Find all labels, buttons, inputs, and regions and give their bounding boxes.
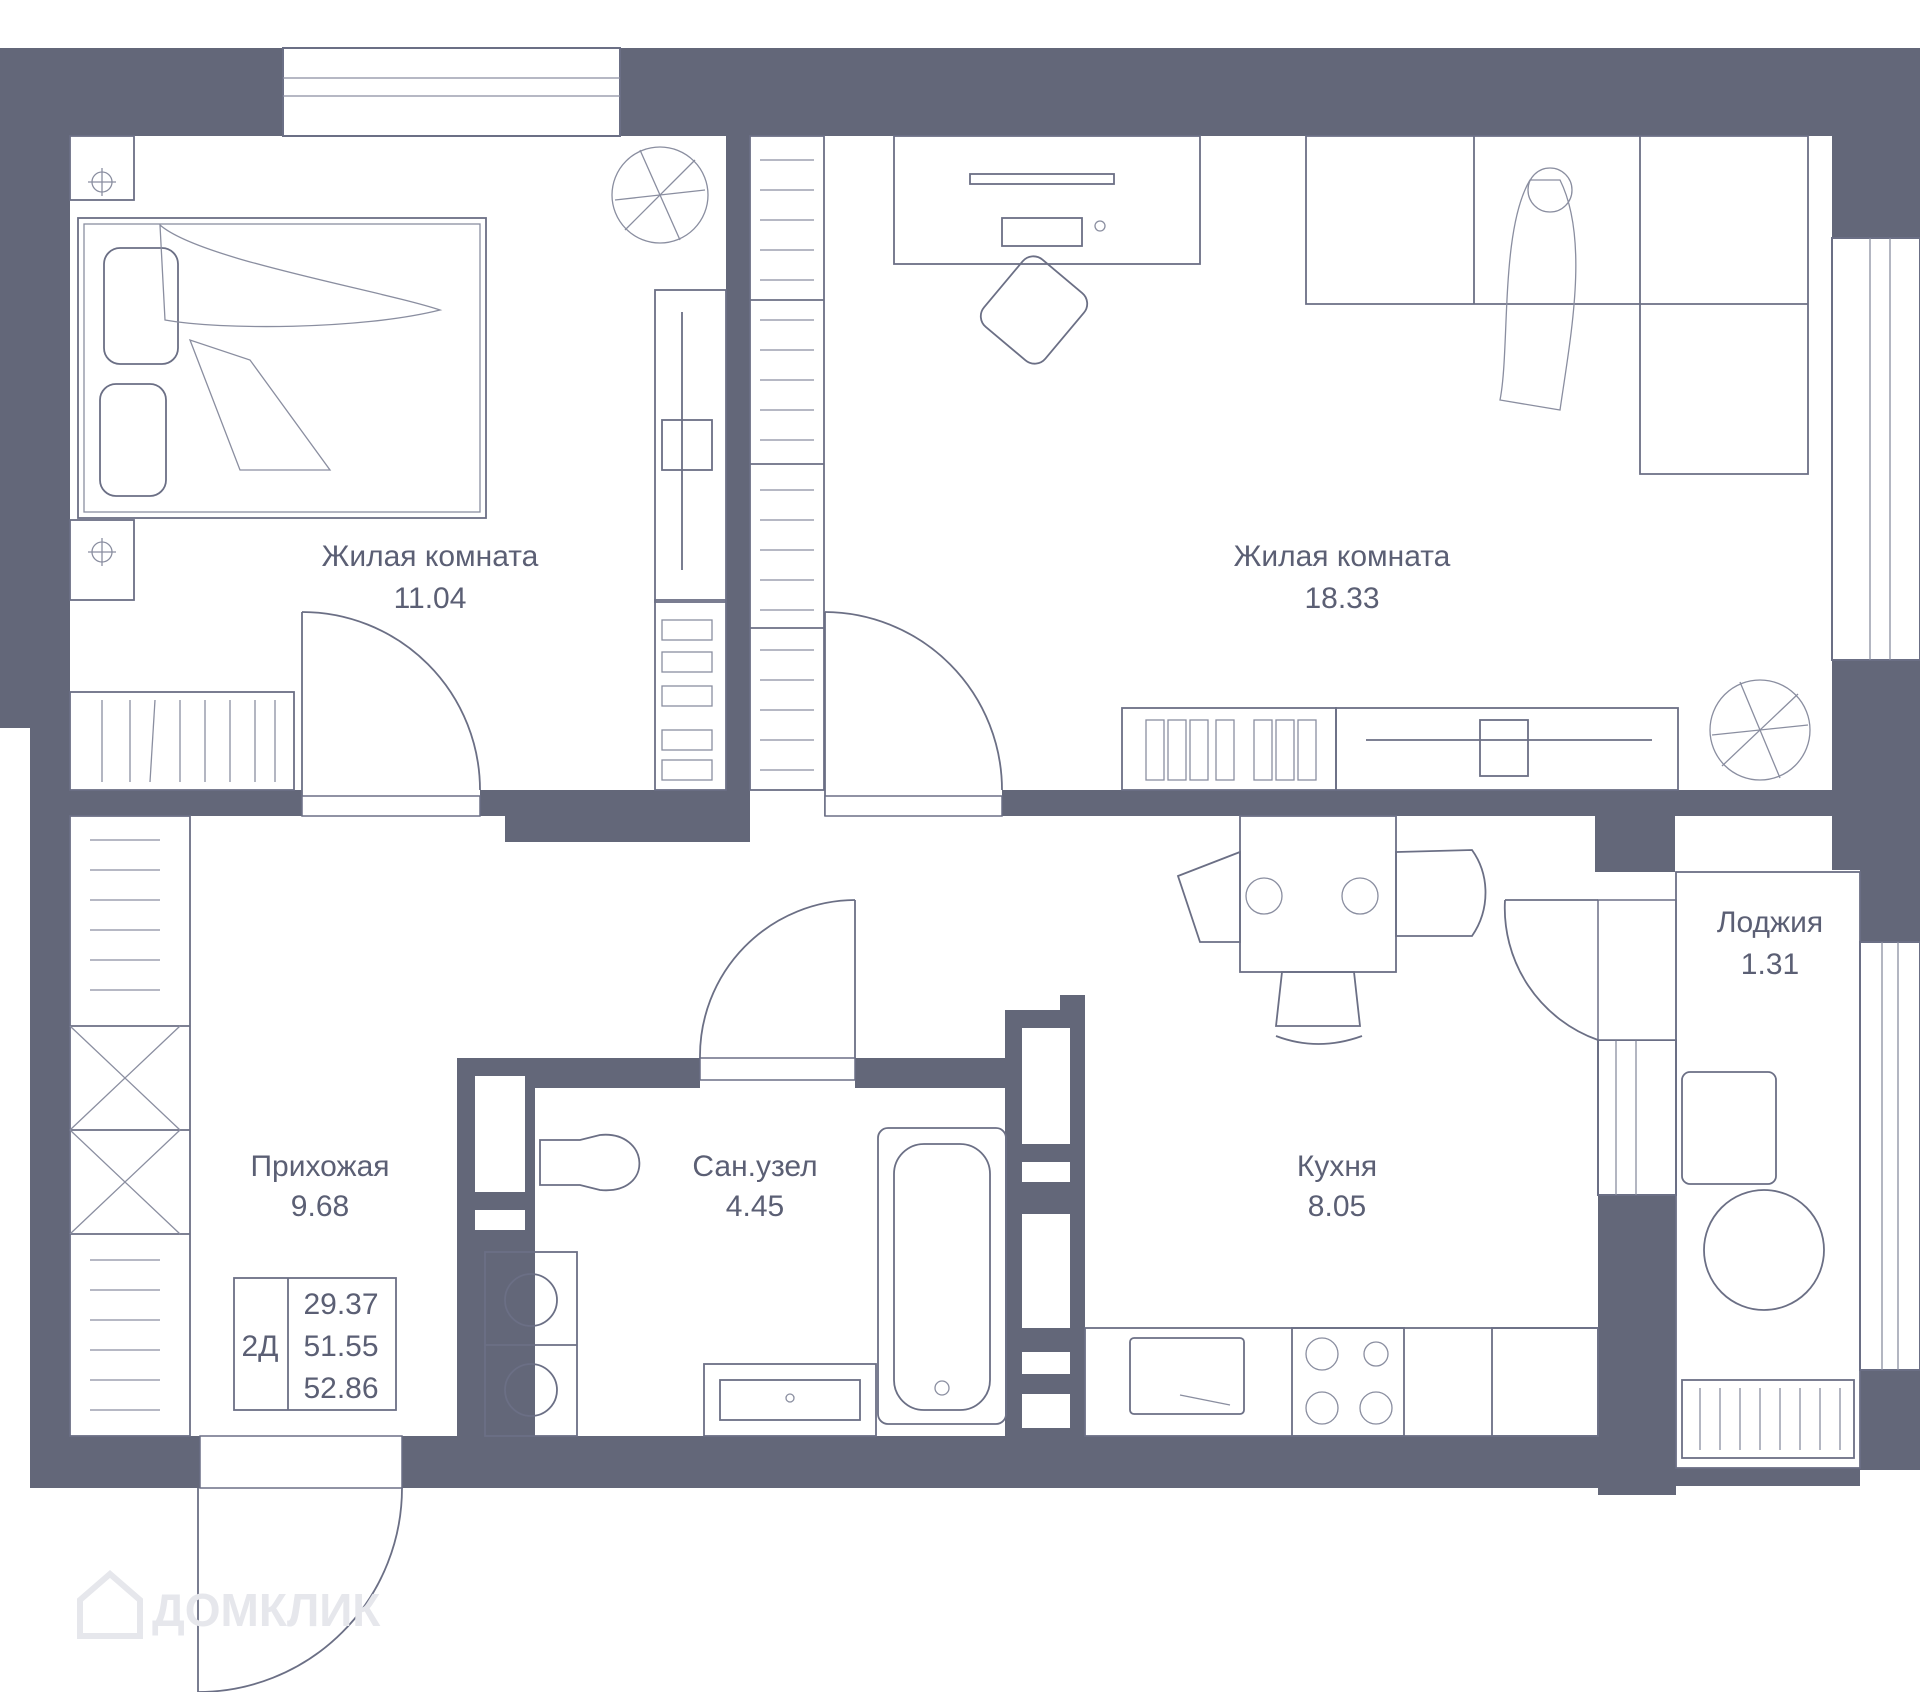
bath-inset-3 xyxy=(1022,1028,1070,1144)
bath-inset-6 xyxy=(1022,1352,1070,1374)
bath-inset-1 xyxy=(475,1076,525,1192)
pillow-1 xyxy=(103,247,179,365)
watermark-text: ДОМКЛИК xyxy=(152,1584,381,1636)
apartment-type: 2Д xyxy=(241,1330,278,1363)
wall-right-loggia-top xyxy=(1860,870,1920,942)
watermark: ДОМКЛИК xyxy=(77,1570,381,1639)
tv-console xyxy=(654,289,727,603)
room-area-bathroom: 4.45 xyxy=(726,1190,784,1223)
desk xyxy=(893,135,1201,265)
wall-bottom-left xyxy=(30,1436,200,1488)
pillow-2 xyxy=(99,383,167,497)
bed xyxy=(77,217,487,519)
bath-inset-2 xyxy=(475,1210,525,1230)
sofa xyxy=(1305,135,1809,475)
walls xyxy=(0,48,1920,1495)
chair-bottom xyxy=(1274,971,1362,1027)
wall-left-upper xyxy=(0,48,70,728)
loggia-area xyxy=(1675,871,1861,1469)
wall-bottom-right xyxy=(402,1436,1676,1488)
bath-inset-5 xyxy=(1022,1214,1070,1328)
room-labels: Жилая комната 11.04 Жилая комната 18.33 … xyxy=(250,540,1823,1223)
room-area-loggia: 1.31 xyxy=(1741,948,1799,981)
room-area-hallway: 9.68 xyxy=(291,1190,349,1223)
room-area-kitchen: 8.05 xyxy=(1308,1190,1366,1223)
washbasin xyxy=(703,1363,877,1437)
office-chair xyxy=(979,255,1089,365)
monitor xyxy=(969,173,1115,185)
doors xyxy=(197,611,1677,1692)
wall-loggia-bottom xyxy=(1650,1468,1860,1486)
loggia-furniture xyxy=(1675,871,1861,1469)
window-loggia xyxy=(1859,941,1920,1371)
wall-right-mid xyxy=(1832,660,1920,870)
bathroom-fixtures xyxy=(484,1127,1007,1437)
wardrobe-living xyxy=(749,135,825,791)
shelving xyxy=(654,599,727,791)
chair-right xyxy=(1395,849,1487,937)
wall-insets xyxy=(475,1028,1070,1428)
wall-left-lower xyxy=(30,728,70,1488)
living-furniture xyxy=(749,135,1811,791)
bath-inset-7 xyxy=(1022,1394,1070,1428)
plant-bedroom xyxy=(611,146,709,244)
window-kitchen-loggia xyxy=(1597,1039,1677,1196)
sink xyxy=(1129,1337,1245,1415)
bath-inset-4 xyxy=(1022,1162,1070,1182)
total-area-value: 51.55 xyxy=(303,1330,378,1363)
wardrobe-hallway xyxy=(69,815,191,1437)
watermark-house-icon xyxy=(77,1570,143,1639)
toilet xyxy=(539,1134,641,1191)
wall-mid-1 xyxy=(70,790,302,816)
nightstand-bottom xyxy=(69,519,135,601)
room-name-loggia: Лоджия xyxy=(1717,906,1823,939)
wall-kitchen-right-top xyxy=(1595,816,1675,872)
stove xyxy=(1291,1327,1405,1437)
wall-mid-2b xyxy=(505,790,750,842)
living-area-value: 29.37 xyxy=(303,1288,378,1321)
info-box-frame xyxy=(233,1277,397,1411)
standing-person xyxy=(1499,179,1577,411)
dining-table xyxy=(1239,815,1397,973)
kitchen-furniture xyxy=(1084,815,1599,1437)
room-name-kitchen: Кухня xyxy=(1297,1150,1377,1183)
tv-unit xyxy=(1335,707,1679,791)
room-name-bathroom: Сан.узел xyxy=(692,1150,817,1183)
wall-bath-top-right xyxy=(855,1058,1010,1088)
room-area-living: 18.33 xyxy=(1304,582,1379,615)
window-bedroom xyxy=(282,47,621,137)
wall-bed-living xyxy=(726,136,750,792)
keyboard xyxy=(1001,217,1083,247)
bedroom-furniture xyxy=(69,135,727,791)
wall-right-top xyxy=(1832,48,1920,238)
loggia-storage xyxy=(1681,1379,1855,1459)
washing-machine xyxy=(484,1251,578,1437)
room-name-hallway: Прихожая xyxy=(250,1150,389,1183)
wall-top-right xyxy=(620,48,1920,136)
wall-loggia-right-bottom xyxy=(1860,1370,1920,1470)
loggia-armchair xyxy=(1681,1071,1777,1185)
windows xyxy=(282,47,1920,1371)
chair-left xyxy=(1176,850,1241,943)
room-name-living: Жилая комната xyxy=(1234,540,1451,573)
wall-mid-3 xyxy=(1002,790,1920,816)
bathtub xyxy=(877,1127,1007,1425)
sleeping-person xyxy=(159,223,443,328)
kitchen-counter xyxy=(1084,1327,1599,1437)
room-area-bedroom: 11.04 xyxy=(394,582,467,615)
total-area-with-loggia-value: 52.86 xyxy=(303,1372,378,1405)
window-living xyxy=(1831,237,1920,661)
wardrobe-bedroom xyxy=(69,691,295,791)
room-name-bedroom: Жилая комната xyxy=(322,540,539,573)
fridge xyxy=(1491,1327,1599,1437)
loggia-table xyxy=(1703,1189,1825,1311)
apartment-info-box: 2Д 29.37 51.55 52.86 xyxy=(233,1277,397,1411)
nightstand-top xyxy=(69,135,135,201)
plant-living xyxy=(1709,679,1811,781)
hallway-furniture xyxy=(69,815,191,1437)
